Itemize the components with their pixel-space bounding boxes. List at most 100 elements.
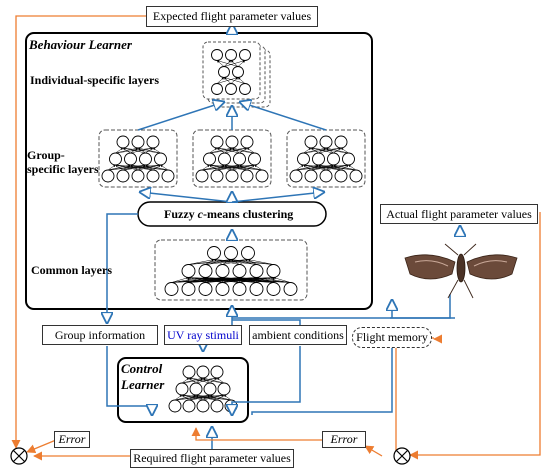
- nn-neuron: [210, 169, 224, 183]
- nn-connection: [254, 164, 263, 171]
- nn-neuron: [218, 66, 230, 78]
- nn-neuron: [116, 169, 130, 183]
- nn-connection: [333, 164, 357, 171]
- nn-neuron: [198, 264, 213, 278]
- group-layer-block-2: [192, 129, 272, 188]
- ambient-conditions-box: ambient conditions: [249, 325, 347, 345]
- nn-connection: [213, 258, 274, 265]
- nn-neuron: [139, 152, 152, 166]
- nn-connection: [205, 259, 215, 265]
- nn-connection: [239, 276, 291, 283]
- group-information-box: Group information: [42, 325, 158, 345]
- nn-neuron: [319, 135, 333, 149]
- control-learner-frame: [117, 357, 249, 423]
- fuzzy-c: c: [197, 207, 203, 221]
- individual-layers-label: Individual-specific layers: [30, 73, 160, 87]
- individual-layer-block: [202, 41, 271, 108]
- nn-neuron: [210, 135, 224, 149]
- nn-neuron: [196, 399, 210, 413]
- nn-neuron: [225, 169, 239, 183]
- nn-neuron: [232, 66, 244, 78]
- required-values-box: Required flight parameter values: [130, 449, 294, 468]
- nn-connection: [318, 164, 357, 171]
- nn-connection: [223, 76, 246, 84]
- control-learner-network: [168, 365, 238, 413]
- nn-connection: [115, 147, 124, 154]
- group-layer-block-1: [98, 129, 178, 188]
- nn-neuron: [215, 282, 230, 296]
- nn-neuron: [327, 152, 340, 166]
- nn-connection: [160, 164, 169, 171]
- nn-neuron: [195, 169, 209, 183]
- nn-connection: [209, 394, 232, 401]
- nn-neuron: [233, 152, 246, 166]
- nn-neuron: [334, 169, 348, 183]
- nn-connection: [310, 147, 349, 154]
- nn-neuron: [239, 83, 251, 95]
- nn-neuron: [164, 282, 179, 296]
- nn-connection: [247, 258, 274, 265]
- nn-neuron: [182, 399, 196, 413]
- nn-neuron: [211, 83, 223, 95]
- nn-connection: [216, 147, 255, 154]
- nn-neuron: [210, 399, 224, 413]
- nn-neuron: [312, 152, 325, 166]
- nn-neuron: [181, 264, 196, 278]
- nn-connection: [325, 147, 349, 154]
- nn-connection: [303, 147, 312, 154]
- nn-connection: [303, 164, 327, 171]
- behaviour-learner-title: Behaviour Learner: [29, 37, 132, 52]
- nn-connection: [152, 147, 161, 154]
- nn-neuron: [248, 152, 261, 166]
- nn-connection: [202, 377, 225, 384]
- nn-neuron: [198, 282, 213, 296]
- nn-neuron: [124, 152, 137, 166]
- nn-neuron: [249, 264, 264, 278]
- nn-connection: [231, 147, 255, 154]
- nn-connection: [181, 393, 232, 401]
- control-learner-title-1: Control: [121, 361, 163, 376]
- nn-neuron: [161, 169, 175, 183]
- nn-neuron: [297, 152, 310, 166]
- uv-ray-stimuli-box: UV ray stimuli: [164, 325, 242, 345]
- nn-neuron: [207, 246, 221, 260]
- group-layers-label-1: Group-: [27, 148, 65, 162]
- nn-connection: [230, 60, 239, 67]
- fuzzy-suffix: -means clustering: [202, 207, 294, 221]
- nn-connection: [348, 164, 357, 171]
- nn-neuron: [225, 49, 237, 61]
- nn-neuron: [175, 382, 189, 396]
- nn-connection: [239, 164, 263, 171]
- nn-neuron: [131, 169, 145, 183]
- nn-neuron: [181, 282, 196, 296]
- nn-neuron: [342, 152, 355, 166]
- nn-neuron: [196, 365, 210, 379]
- nn-connection: [237, 77, 246, 84]
- nn-connection: [303, 163, 357, 171]
- control-learner-title-2: Learner: [121, 377, 165, 392]
- sum-junction-icon: [10, 447, 28, 465]
- nn-connection: [181, 394, 204, 401]
- nn-neuron: [225, 135, 239, 149]
- nn-connection: [216, 147, 240, 154]
- nn-connection: [256, 276, 291, 283]
- expected-values-box: Expected flight parameter values: [146, 6, 318, 27]
- nn-connection: [171, 276, 189, 283]
- nn-connection: [137, 147, 161, 154]
- nn-connection: [188, 377, 211, 384]
- nn-neuron: [203, 382, 217, 396]
- nn-connection: [222, 276, 291, 283]
- nn-connection: [115, 164, 139, 171]
- nn-connection: [216, 77, 225, 84]
- nn-connection: [195, 394, 232, 401]
- nn-neuron: [109, 152, 122, 166]
- nn-neuron: [189, 382, 203, 396]
- nn-neuron: [266, 264, 281, 278]
- nn-connection: [209, 163, 263, 171]
- nn-neuron: [249, 282, 264, 296]
- nn-neuron: [215, 264, 230, 278]
- nn-neuron: [289, 169, 303, 183]
- nn-connection: [115, 163, 169, 171]
- nn-neuron: [241, 246, 255, 260]
- nn-neuron: [168, 399, 182, 413]
